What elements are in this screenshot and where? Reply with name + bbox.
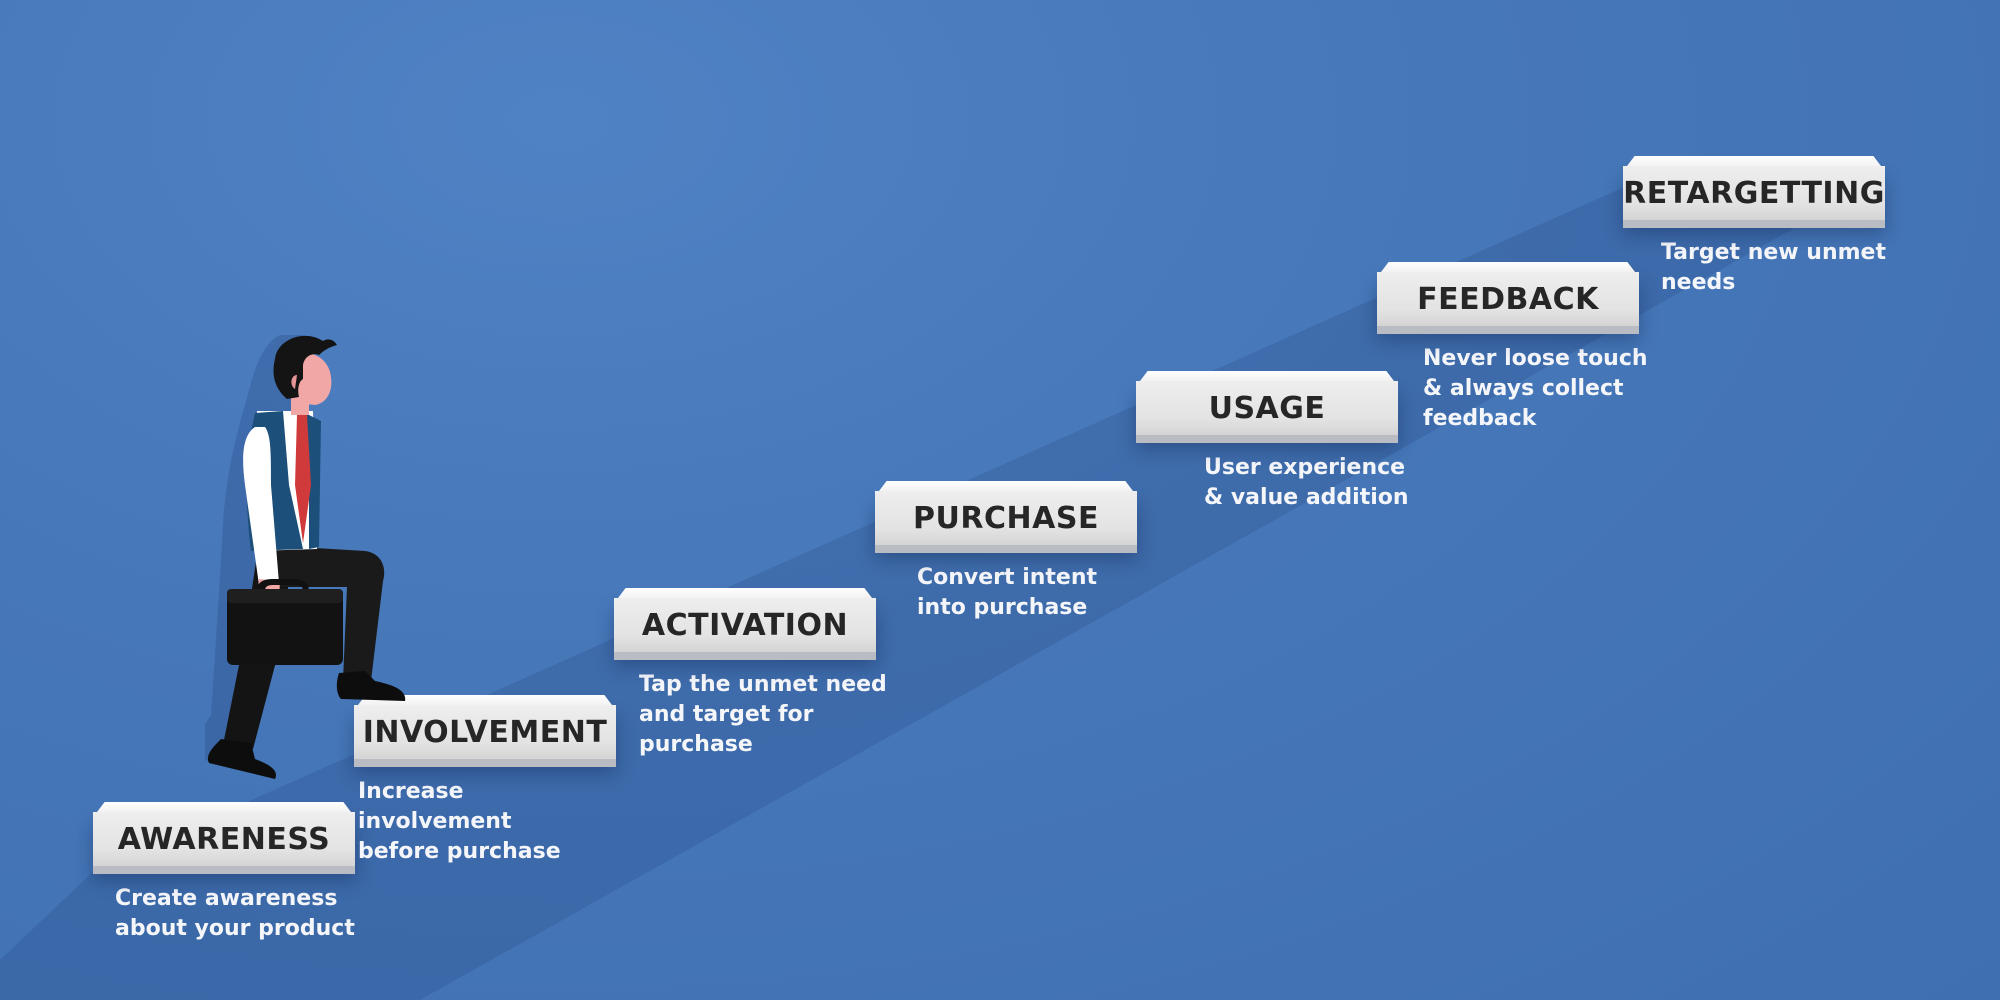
step-feedback: FEEDBACK Never loose touch & always coll… [1377,262,1648,434]
step-title: PURCHASE [913,500,1099,536]
hair [273,335,337,399]
step-block: ACTIVATION [614,598,876,652]
description-line: before purchase [358,839,561,864]
step-description: User experience & value addition [1136,453,1454,513]
description-line: Increase involvement [358,779,512,834]
description-line: feedback [1423,406,1537,431]
step-awareness: AWARENESS Create awareness about your pr… [93,802,355,944]
description-line: purchase [639,732,753,757]
step-block: INVOLVEMENT [354,705,616,759]
description-line: & always collect [1423,376,1624,401]
description-line: & value addition [1204,485,1409,510]
step-description: Target new unmet needs [1623,238,1911,298]
step-block: FEEDBACK [1377,272,1639,326]
step-description: Create awareness about your product [93,884,365,944]
front-shoe [336,671,406,701]
step-title: ACTIVATION [641,607,849,643]
arm [243,427,279,585]
step-title: USAGE [1208,390,1326,426]
step-title: RETARGETTING [1623,175,1885,211]
description-line: Convert intent [917,565,1098,590]
tie [295,415,311,543]
step-description: Never loose touch & always collect feedb… [1377,344,1673,434]
step-description: Tap the unmet need and target for purcha… [614,670,889,760]
description-line: Create awareness [115,886,338,911]
step-involvement: INVOLVEMENT Increase involvement before … [354,695,616,867]
step-block: USAGE [1136,381,1398,435]
step-purchase: PURCHASE Convert intent into purchase [875,481,1137,623]
ear [291,375,297,389]
description-line: about your product [115,916,355,941]
description-line: needs [1661,270,1736,295]
step-title: FEEDBACK [1417,281,1599,317]
description-line: Never loose touch [1423,346,1648,371]
businessman-illustration [205,335,406,779]
step-description: Convert intent into purchase [875,563,1167,623]
step-title: AWARENESS [117,821,331,857]
step-block: AWARENESS [93,812,355,866]
description-line: Target new unmet [1661,240,1886,265]
step-block: PURCHASE [875,491,1137,545]
description-line: User experience [1204,455,1406,480]
vest-right [305,413,321,549]
step-block: RETARGETTING [1623,166,1885,220]
description-line: into purchase [917,595,1088,620]
step-description: Increase involvement before purchase [354,777,608,867]
briefcase-icon [227,579,343,665]
description-line: Tap the unmet need [639,672,887,697]
step-title: INVOLVEMENT [362,714,608,750]
step-activation: ACTIVATION Tap the unmet need and target… [614,588,887,760]
step-retargetting: RETARGETTING Target new unmet needs [1623,156,1886,298]
back-shoe [207,739,277,779]
step-usage: USAGE User experience & value addition [1136,371,1409,513]
description-line: and target for [639,702,814,727]
